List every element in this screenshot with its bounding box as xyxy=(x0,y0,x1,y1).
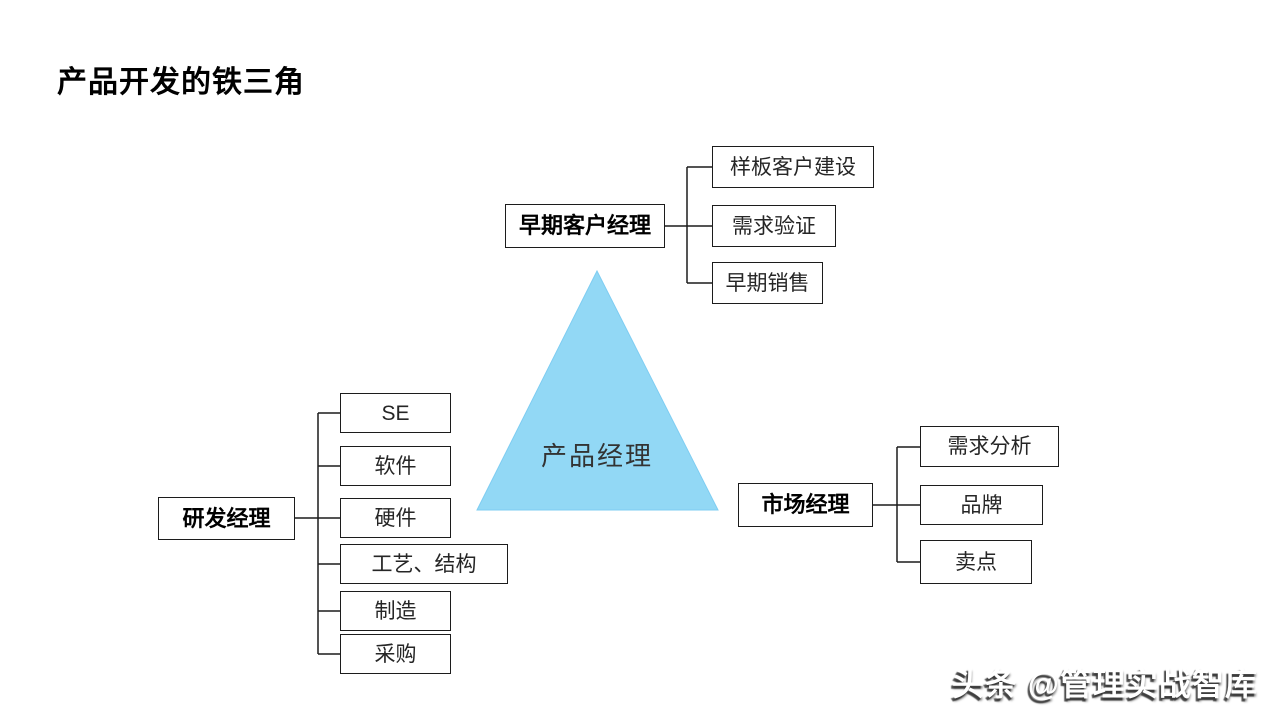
connector-market xyxy=(873,446,920,563)
triangle-shape xyxy=(476,269,719,511)
selling-point-box: 卖点 xyxy=(920,540,1032,584)
process-structure-box: 工艺、结构 xyxy=(340,544,508,584)
triangle-label: 产品经理 xyxy=(540,441,653,471)
early-sales-box: 早期销售 xyxy=(712,262,823,304)
market-manager-box: 市场经理 xyxy=(738,483,873,527)
slide-title: 产品开发的铁三角 xyxy=(57,66,305,99)
procurement-box: 采购 xyxy=(340,634,451,674)
software-box: 软件 xyxy=(340,446,451,486)
manufacturing-box: 制造 xyxy=(340,591,451,631)
rd-manager-box: 研发经理 xyxy=(158,497,295,540)
se-box: SE xyxy=(340,393,451,433)
sample-customer-construction-box: 样板客户建设 xyxy=(712,146,874,188)
requirement-analysis-box: 需求分析 xyxy=(920,426,1059,467)
brand-box: 品牌 xyxy=(920,485,1043,525)
requirement-verification-box: 需求验证 xyxy=(712,205,836,247)
early-customer-manager-box: 早期客户经理 xyxy=(505,204,665,248)
connector-rd xyxy=(295,412,340,655)
watermark: 头条 @管理实战智库 xyxy=(951,666,1258,702)
connector-early-customer xyxy=(665,166,712,284)
hardware-box: 硬件 xyxy=(340,498,451,538)
